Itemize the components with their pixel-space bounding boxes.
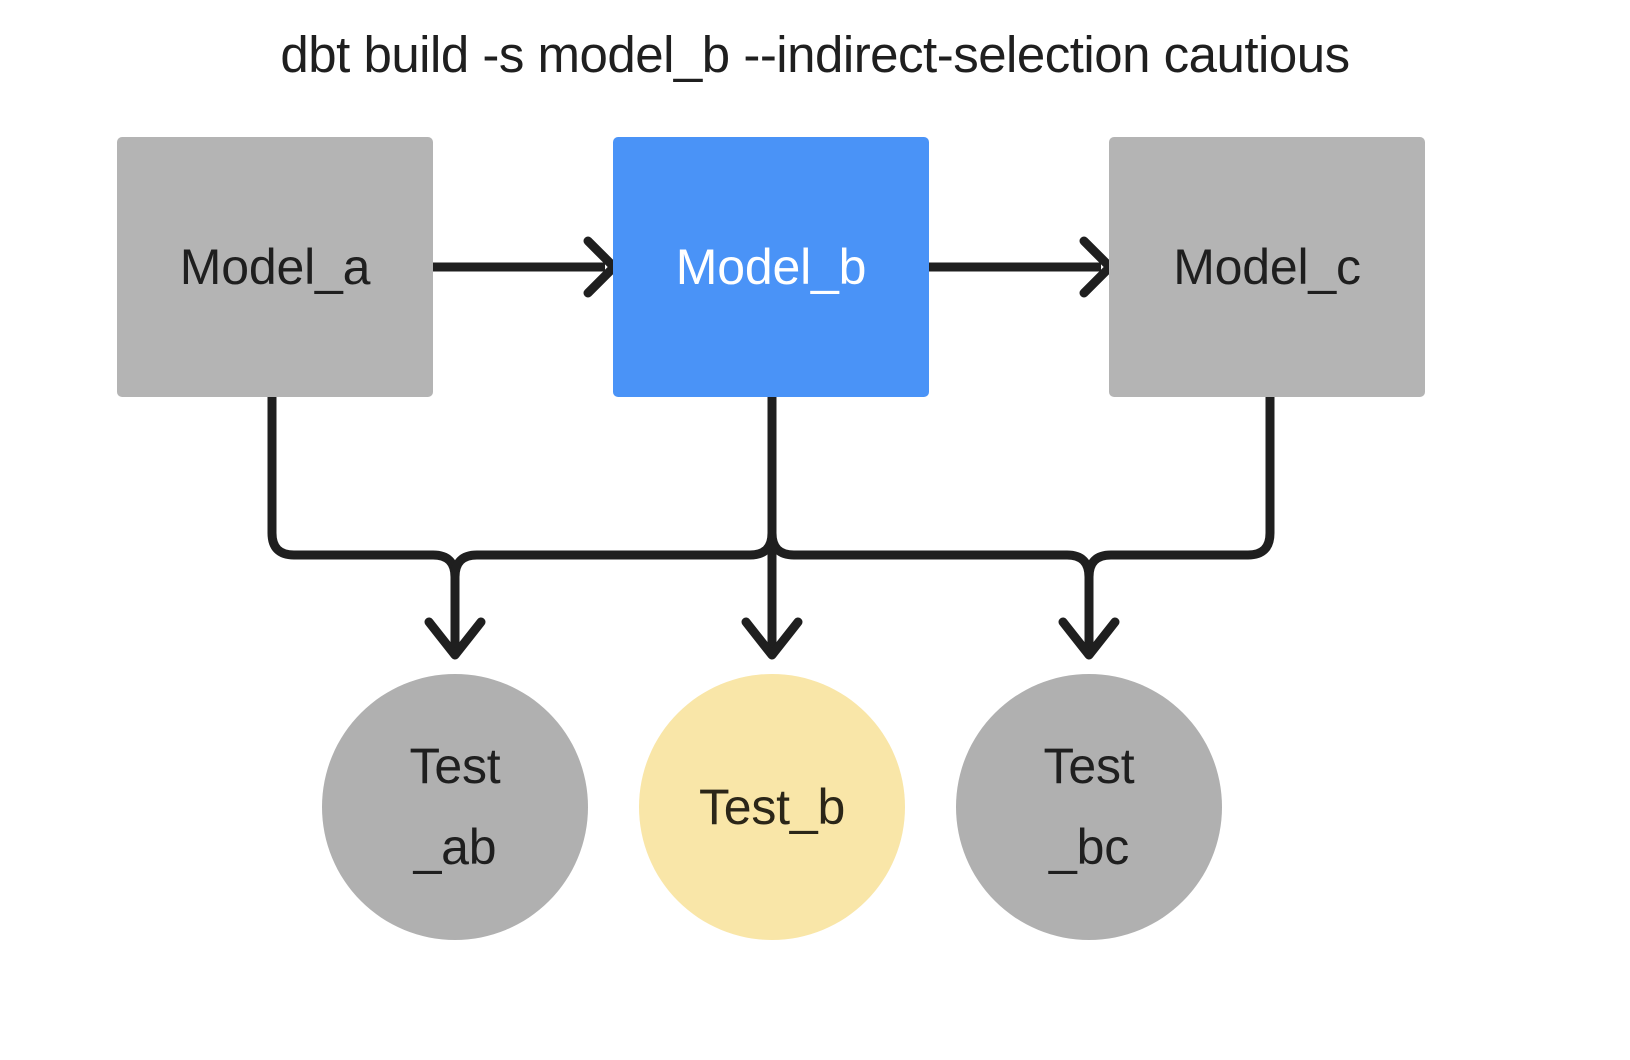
node-model-b[interactable]: Model_b <box>613 137 929 397</box>
node-test-bc[interactable]: Test _bc <box>956 674 1222 940</box>
node-test-ab[interactable]: Test _ab <box>322 674 588 940</box>
node-test-b[interactable]: Test_b <box>639 674 905 940</box>
node-test-bc-label: Test _bc <box>1043 738 1135 875</box>
edge-model-b-to-test-bc-line <box>767 397 1094 648</box>
diagram-title: dbt build -s model_b --indirect-selectio… <box>280 26 1350 83</box>
edge-to-test-b-arrowhead <box>741 617 803 660</box>
node-model-c-label: Model_c <box>1173 238 1361 295</box>
node-test-ab-label: Test _ab <box>409 738 501 875</box>
node-model-a[interactable]: Model_a <box>117 137 433 397</box>
node-model-c[interactable]: Model_c <box>1109 137 1425 397</box>
edge-model-b-to-model-c-arrowhead <box>1079 236 1115 298</box>
edge-model-c-to-test-bc-line <box>1084 397 1275 578</box>
edge-to-test-ab-arrowhead <box>424 617 486 660</box>
node-test-b-label: Test_b <box>698 778 846 835</box>
edge-model-a-to-test-ab-line <box>267 397 460 648</box>
node-model-a-label: Model_a <box>179 238 371 295</box>
edge-to-test-bc-arrowhead <box>1058 617 1120 660</box>
edge-model-a-to-model-b-arrowhead <box>583 236 619 298</box>
edge-model-b-to-test-ab-line <box>450 397 777 578</box>
node-model-b-label: Model_b <box>675 238 867 295</box>
